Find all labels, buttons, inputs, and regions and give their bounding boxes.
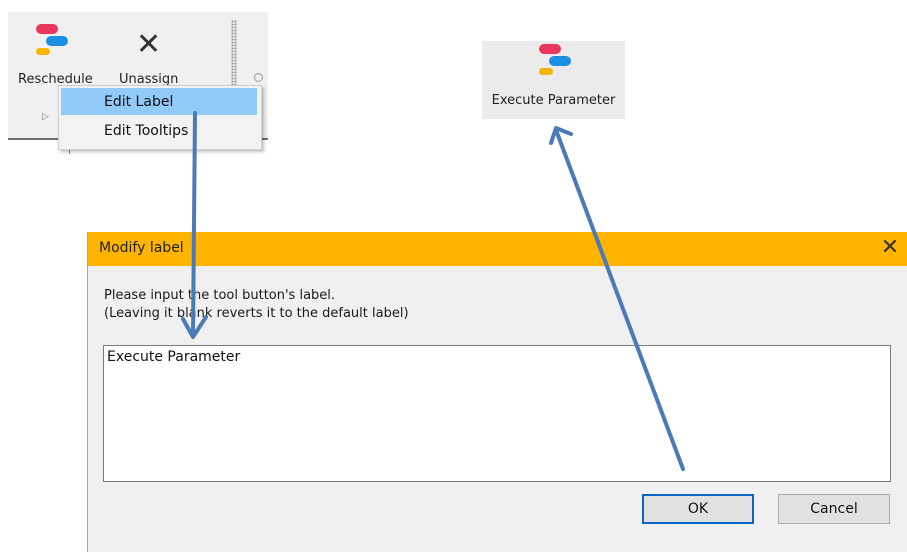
close-icon[interactable]: ✕ — [880, 235, 900, 260]
dialog-title-bar[interactable]: Modify label ✕ — [88, 232, 907, 266]
close-x-icon: ✕ — [136, 27, 162, 62]
unassign-label: Unassign — [119, 72, 179, 87]
menu-item-edit-label[interactable]: Edit Label — [61, 88, 257, 115]
execute-parameter-button[interactable]: Execute Parameter — [482, 41, 625, 119]
arrow-head-down — [181, 315, 208, 339]
message-line-2: (Leaving it blank reverts it to the defa… — [104, 306, 409, 321]
group-expander-icon[interactable]: ▷ — [42, 112, 49, 122]
ribbon-option-dot — [254, 73, 263, 82]
dialog-title: Modify label — [99, 240, 184, 256]
execute-parameter-label: Execute Parameter — [491, 93, 616, 108]
message-line-1: Please input the tool button's label. — [104, 288, 336, 303]
menu-item-label: Edit Label — [104, 94, 174, 110]
label-input[interactable]: Execute Parameter — [103, 345, 891, 482]
reschedule-label: Reschedule — [18, 72, 93, 87]
modify-label-dialog: Modify label ✕ Please input the tool but… — [87, 232, 907, 552]
cancel-button[interactable]: Cancel — [778, 494, 890, 524]
unassign-button[interactable]: ✕ Unassign — [108, 12, 188, 92]
arrow-edit-label-to-input — [191, 111, 197, 337]
schedule-icon — [535, 44, 571, 80]
arrow-head-up — [549, 126, 573, 145]
reschedule-button[interactable]: Reschedule — [8, 12, 93, 92]
arrow-ok-to-result — [554, 128, 685, 471]
menu-item-edit-tooltips[interactable]: Edit Tooltips — [61, 117, 257, 144]
menu-item-label: Edit Tooltips — [104, 123, 189, 139]
context-menu: Edit Label Edit Tooltips — [58, 85, 262, 150]
toolbar-grip-handle[interactable] — [231, 20, 237, 90]
schedule-icon — [32, 24, 68, 60]
dialog-message: Please input the tool button's label. (L… — [104, 287, 409, 323]
ok-button[interactable]: OK — [642, 494, 754, 524]
